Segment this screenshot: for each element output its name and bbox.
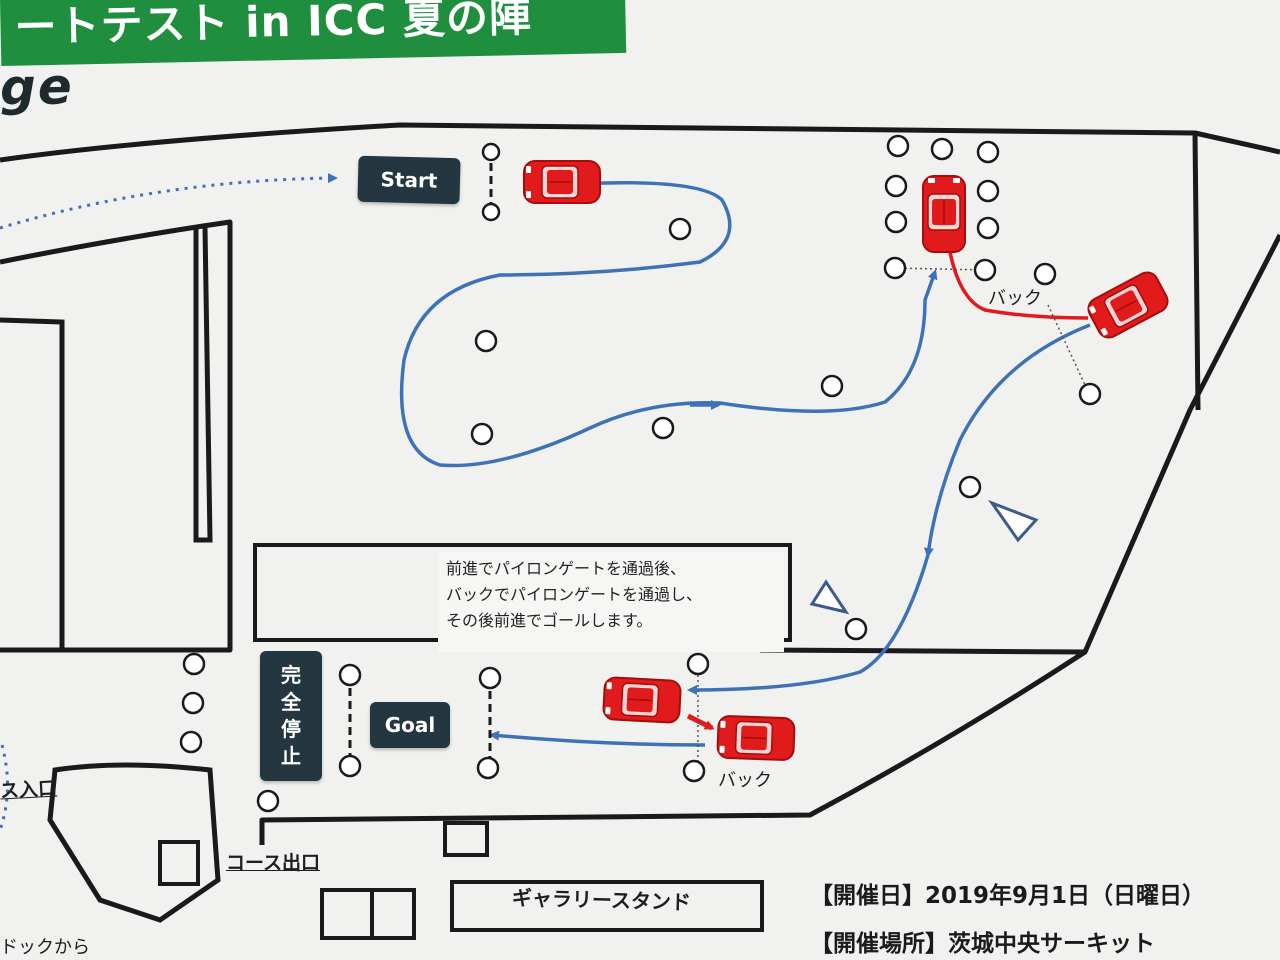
full-stop-char: 停 [281,717,301,741]
route-forward-3 [687,554,930,695]
pylon-circle-icon [884,210,908,234]
red-car-icon [601,676,683,724]
pylon-circle-icon [474,329,498,353]
instruction-line: その後前進でゴールします。 [446,611,653,630]
course-exit-label: コース出口 [226,852,321,874]
pylon-circle-icon [930,137,954,161]
pylon-circle-icon [973,258,997,282]
triangle-cone-icon [987,499,1039,543]
pylon-circle-icon [668,217,692,241]
pylon-circle-icon [478,666,502,690]
full-stop-char: 完 [281,663,301,687]
approach-dotted-path [0,173,338,230]
red-car-icon [716,714,796,762]
course-entry-label: ス入口 [0,777,58,803]
pylons [179,134,1102,813]
brand-logo-fragment: ge [0,57,75,117]
pylon-circle-icon [179,730,203,754]
pylon-circle-icon [470,422,494,446]
pylon-circle-icon [820,374,844,398]
booth-box [443,821,489,857]
building-inner-box [158,840,200,886]
pylon-circle-icon [1033,262,1057,286]
pylon-circle-icon [338,754,362,778]
paddock-label: ドックから [0,937,90,958]
instruction-note: 前進でパイロンゲートを通過後、 バックでパイロンゲートを通過し、 その後前進でゴ… [438,552,784,652]
back-label: バック [988,288,1042,309]
pylon-circle-icon [976,140,1000,164]
pylon-circle-icon [256,789,280,813]
shed-box-1 [320,888,374,940]
gallery-stand-box [450,880,764,932]
pylon-circle-icon [958,475,982,499]
full-stop-char: 止 [281,744,301,768]
pylon-circle-icon [976,179,1000,203]
red-car-icon [1083,267,1173,343]
red-car-icon [922,175,966,253]
red-car-icon [523,160,601,204]
route-forward-2 [923,323,1091,558]
pylon-circle-icon [481,202,501,222]
route-to-goal [489,730,706,747]
pylon-circle-icon [844,617,868,641]
reverse-route-2 [686,713,715,731]
instruction-line: バックでパイロンゲートを通過し、 [446,585,703,604]
building-outline [47,762,221,923]
pylon-circle-icon [686,652,710,676]
pit-lane-lines [0,227,213,650]
gallery-stand-label: ギャラリースタンド [511,885,692,915]
course-boundary [0,122,1280,845]
route-forward-1 [399,180,938,468]
pylon-circle-icon [481,142,501,162]
banner-title: ートテスト in ICC 夏の陣 [14,0,533,52]
pylon-circle-icon [182,652,206,676]
start-sign: Start [357,155,461,205]
pylon-circle-icon [884,174,908,198]
shed-box-2 [370,888,416,940]
pylon-circle-icon [886,134,910,158]
pylon-circle-icon [651,416,675,440]
instruction-line: 前進でパイロンゲートを通過後、 [446,559,687,578]
back-label: バック [718,770,772,791]
full-stop-char: 全 [281,690,301,714]
pylon-circle-icon [883,256,907,280]
left-dotted-curve [0,744,9,831]
pylon-circle-icon [976,216,1000,240]
triangle-cone-icon [809,579,850,615]
event-date: 【開催日】2019年9月1日（日曜日） [810,883,1206,909]
reverse-route-1 [948,251,1089,320]
pylon-circle-icon [338,663,362,687]
pylon-circle-icon [682,759,706,783]
full-stop-sign: 完 全 停 止 [260,651,322,781]
guide-dotted-line-1 [894,267,1086,386]
goal-sign: Goal [370,702,450,748]
pylon-circle-icon [476,756,500,780]
event-venue: 【開催場所】茨城中央サーキット [810,931,1155,957]
pylon-circle-icon [181,691,205,715]
pylon-circle-icon [1078,382,1102,406]
